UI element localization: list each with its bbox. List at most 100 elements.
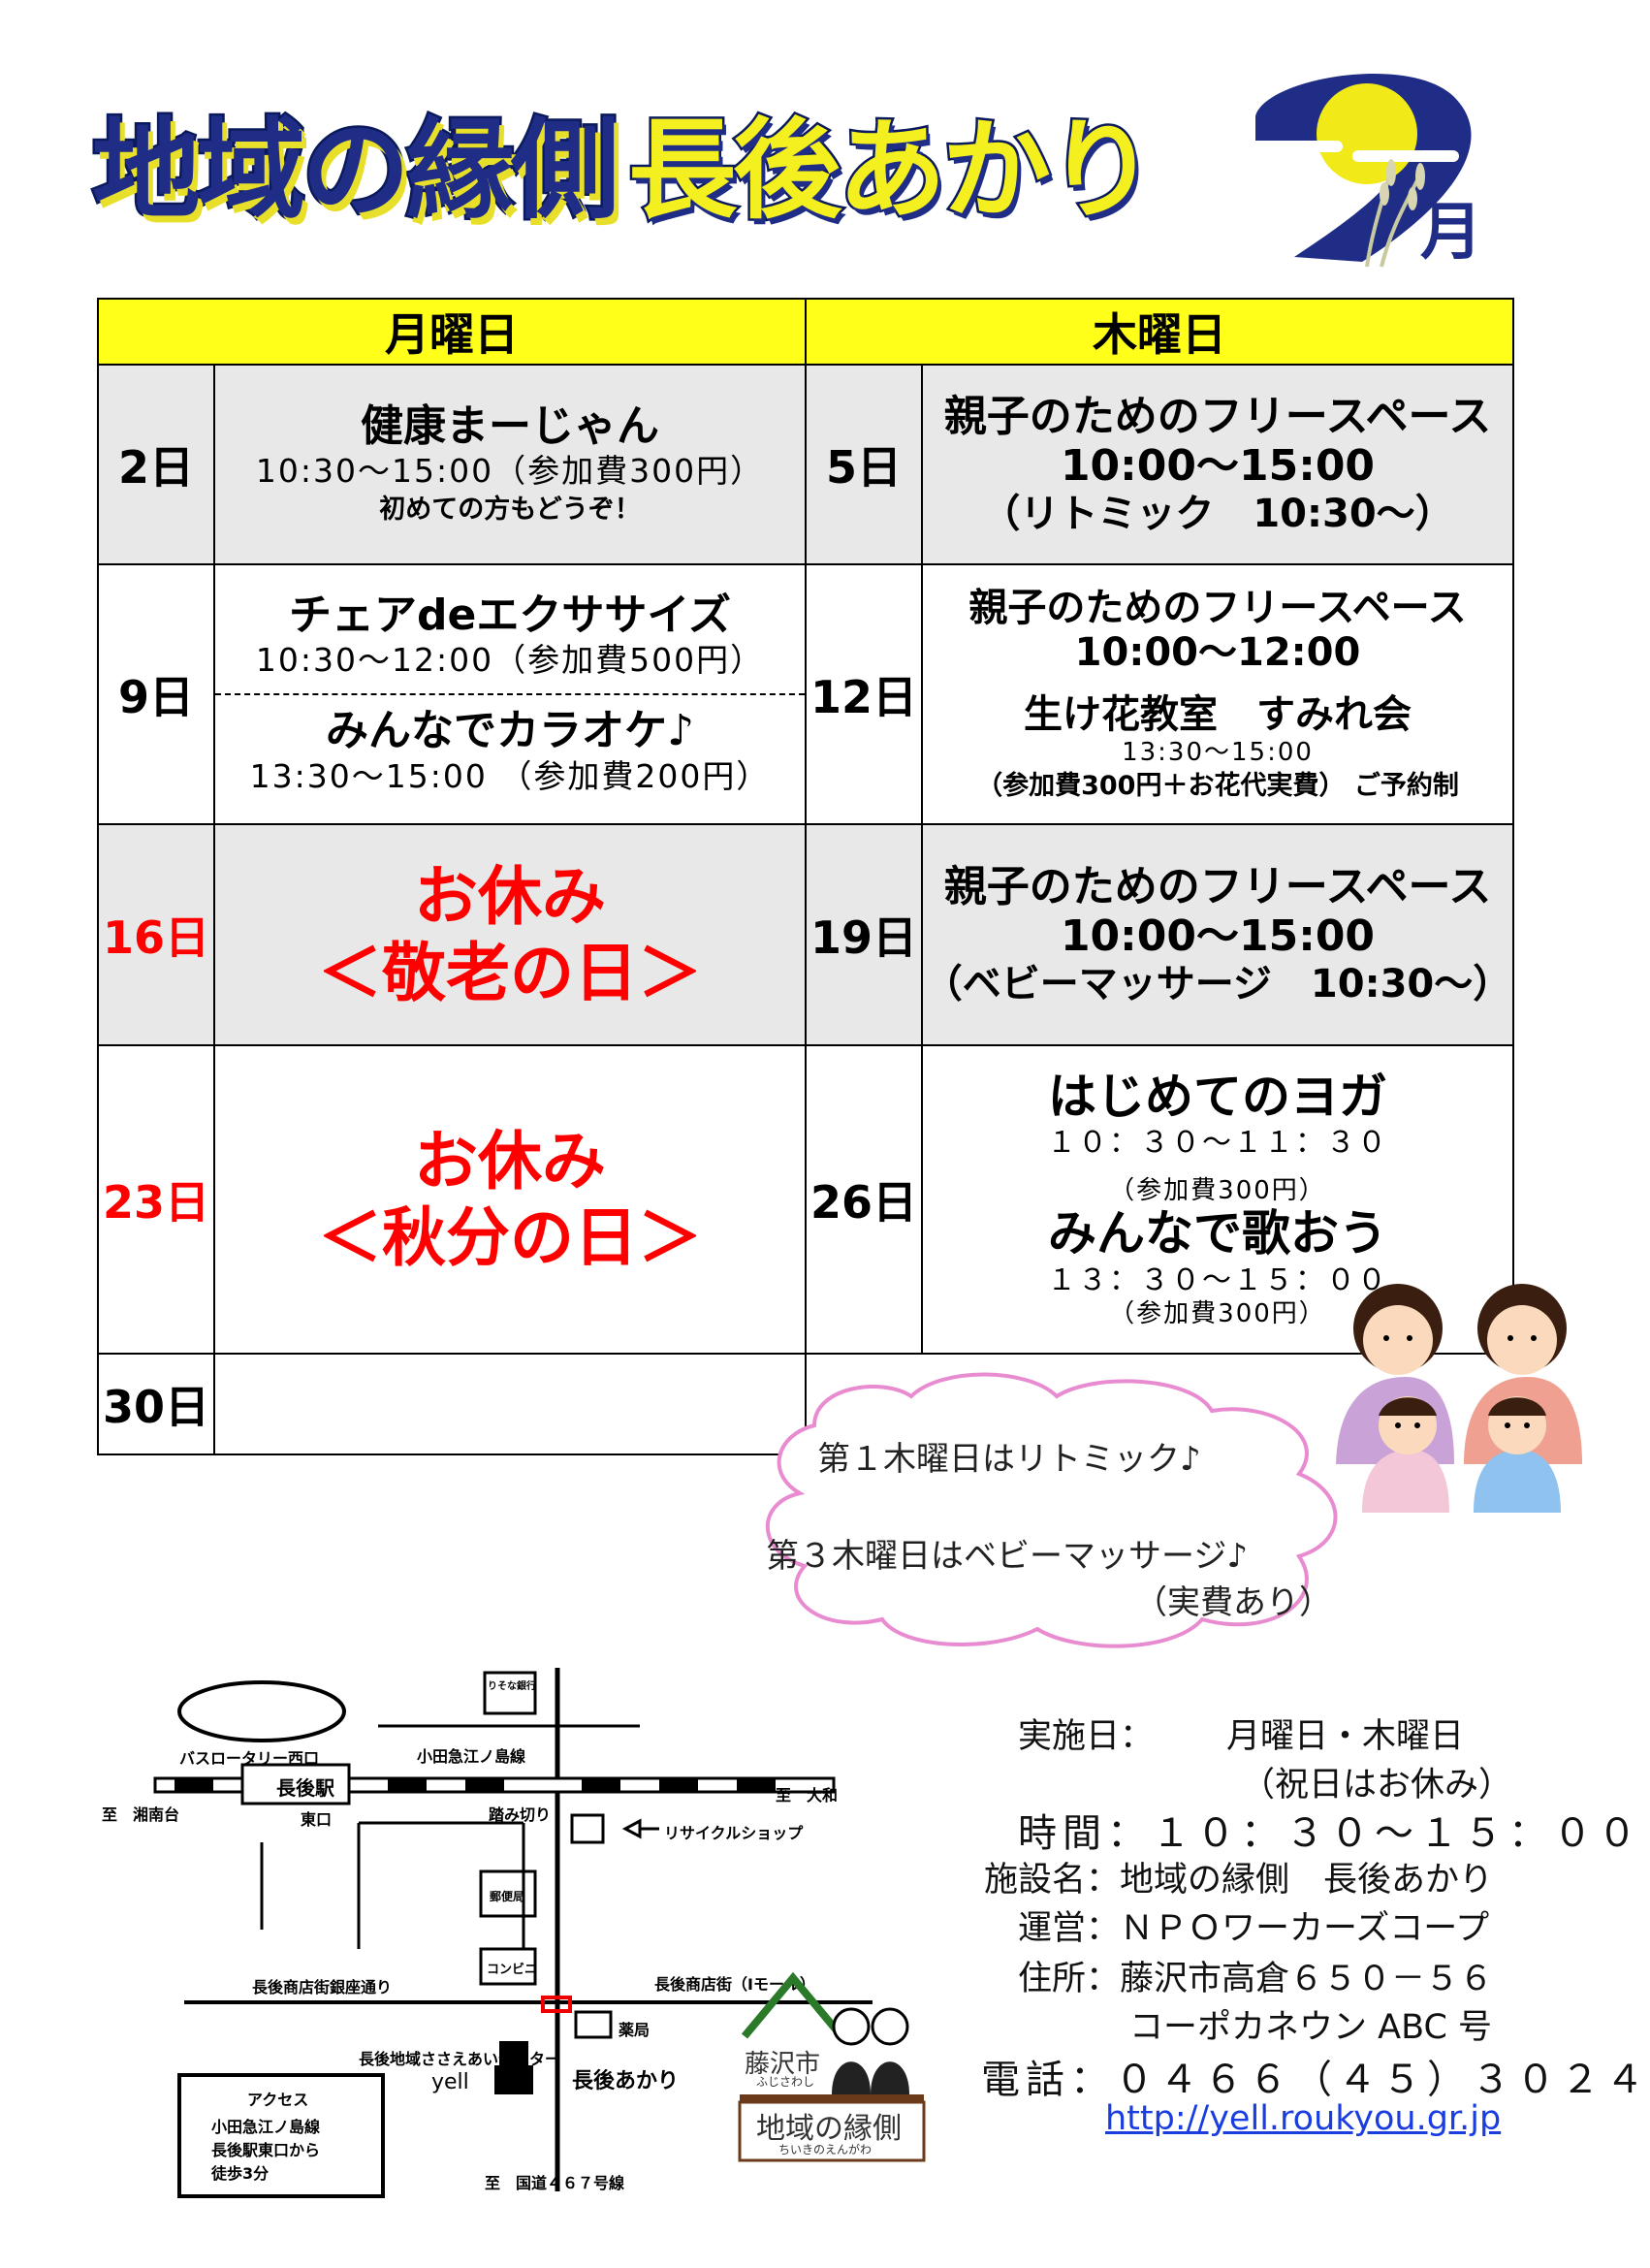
logo-name-kana: ちいきのえんがわ bbox=[778, 2143, 873, 2156]
day-cell: 2日 bbox=[97, 364, 215, 565]
logo-city: 藤沢市 bbox=[745, 2050, 821, 2079]
event-fee: （参加費300円） bbox=[1109, 1175, 1326, 1205]
info-address-building: コーポカネウン ABC 号 bbox=[1129, 2008, 1493, 2047]
access-map: りそな銀行 バスロータリー西口 小田急江ノ島線 長後駅 至 湘南台 東口 踏み切… bbox=[97, 1658, 931, 2201]
event-note: （リトミック 10:30～） bbox=[981, 491, 1454, 536]
website-link[interactable]: http://yell.roukyou.gr.jp bbox=[1105, 2099, 1502, 2138]
event-cell: 健康まーじゃん 10:30～15:00（参加費300円） 初めての方もどうぞ！ bbox=[213, 364, 807, 565]
info-facility: 施設名：地域の縁側 長後あかり bbox=[984, 1861, 1494, 1900]
moon-month-icon bbox=[1226, 74, 1472, 268]
logo-name: 地域の縁側 bbox=[756, 2112, 902, 2146]
map-support-center: 長後地域ささえあいセンター bbox=[359, 2050, 561, 2068]
map-station: 長後駅 bbox=[276, 1776, 334, 1800]
event-title: 生け花教室 すみれ会 bbox=[1024, 692, 1412, 738]
engawa-logo: 藤沢市 ふじさわし 地域の縁側 ちいきのえんがわ bbox=[735, 1959, 929, 2162]
event-note: （参加費300円＋お花代実費） ご予約制 bbox=[976, 770, 1459, 801]
map-yell: yell bbox=[431, 2070, 469, 2094]
map-bus-rotary: バスロータリー西口 bbox=[179, 1749, 320, 1768]
holiday-cell: お休み ＜秋分の日＞ bbox=[213, 1044, 807, 1355]
info-time: 時間：１０：３０～１５：００ bbox=[1018, 1811, 1642, 1856]
table-row: 9日 チェアdeエクササイズ 10:30～12:00（参加費500円） みんなで… bbox=[97, 563, 1514, 825]
map-to-yamato: 至 大和 bbox=[776, 1786, 839, 1805]
event-time: １３：３０～１５：００ bbox=[1047, 1262, 1388, 1297]
table-row: 16日 お休み ＜敬老の日＞ 19日 親子のためのフリースペース 10:00～1… bbox=[97, 823, 1514, 1046]
map-risona: りそな銀行 bbox=[488, 1681, 536, 1692]
cloud-line-rhythmic: 第１木曜日はリトミック♪ bbox=[817, 1440, 1201, 1479]
event-note: （ベビーマッサージ 10:30～） bbox=[923, 961, 1512, 1006]
speech-cloud-shape bbox=[765, 1372, 1338, 1648]
logo-house-icon bbox=[738, 1971, 926, 2162]
info-dates-label: 実施日： bbox=[1018, 1717, 1155, 1756]
dashed-divider bbox=[215, 693, 805, 695]
title-chiiki-no-engawa: 地域の縁側 bbox=[90, 108, 622, 234]
day-cell: 23日 bbox=[97, 1044, 215, 1355]
holiday-text: お休み bbox=[414, 858, 606, 934]
month-suffix: 月 bbox=[1420, 197, 1482, 269]
event-time: 10:00～12:00 bbox=[1074, 630, 1361, 676]
access-line1: 小田急江ノ島線 bbox=[211, 2118, 321, 2136]
family-illustration-icon bbox=[1336, 1284, 1582, 1513]
event-time: 10:30～15:00（参加費300円） bbox=[255, 452, 765, 491]
event-cell: チェアdeエクササイズ 10:30～12:00（参加費500円） みんなでカラオ… bbox=[213, 563, 807, 825]
map-to-route467: 至 国道４６７号線 bbox=[485, 2174, 625, 2192]
access-line2: 長後駅東口から bbox=[211, 2141, 321, 2159]
event-time: 10:30～12:00（参加費500円） bbox=[255, 641, 765, 680]
event-title: 健康まーじゃん bbox=[361, 400, 659, 451]
info-dates-note: （祝日はお休み） bbox=[1241, 1766, 1513, 1805]
event-title: みんなで歌おう bbox=[1048, 1205, 1387, 1262]
event-title: 親子のためのフリースペース bbox=[968, 586, 1467, 631]
schedule-table: 月曜日 木曜日 2日 健康まーじゃん 10:30～15:00（参加費300円） … bbox=[97, 298, 1514, 1455]
event-time: 13:30～15:00 bbox=[1122, 738, 1314, 768]
day-cell: 19日 bbox=[805, 823, 923, 1046]
holiday-name: ＜秋分の日＞ bbox=[318, 1200, 702, 1275]
logo-city-kana: ふじさわし bbox=[756, 2075, 815, 2089]
map-recycle-shop: リサイクルショップ bbox=[664, 1824, 804, 1842]
event-time: 10:00～15:00 bbox=[1060, 911, 1376, 961]
event-time: 13:30～15:00 （参加費200円） bbox=[249, 756, 771, 795]
map-shopping-street: 長後商店街銀座通り bbox=[252, 1978, 393, 1996]
event-title: チェアdeエクササイズ bbox=[288, 590, 732, 640]
empty-cell bbox=[213, 1353, 807, 1455]
event-note: 初めての方もどうぞ！ bbox=[379, 495, 641, 526]
table-row: 2日 健康まーじゃん 10:30～15:00（参加費300円） 初めての方もどう… bbox=[97, 364, 1514, 565]
map-lines bbox=[153, 1668, 873, 2198]
event-title: みんなでカラオケ♪ bbox=[325, 706, 695, 755]
event-title: 親子のためのフリースペース bbox=[943, 392, 1492, 442]
info-phone: 電話：０４６６（４５）３０２４ bbox=[981, 2058, 1650, 2102]
day-cell: 30日 bbox=[97, 1353, 215, 1455]
header-monday: 月曜日 bbox=[97, 298, 807, 366]
map-post-office: 郵便局 bbox=[490, 1890, 525, 1903]
day-cell: 12日 bbox=[805, 563, 923, 825]
title-chougo-akari: 長後あかり bbox=[626, 108, 1158, 234]
access-line3: 徒歩3分 bbox=[211, 2164, 270, 2183]
holiday-name: ＜敬老の日＞ bbox=[318, 936, 702, 1010]
info-dates-value: 月曜日・木曜日 bbox=[1226, 1717, 1465, 1756]
event-cell: 親子のためのフリースペース 10:00～15:00 （ベビーマッサージ 10:3… bbox=[921, 823, 1514, 1046]
holiday-text: お休み bbox=[414, 1123, 606, 1198]
event-title: 親子のためのフリースペース bbox=[943, 862, 1492, 912]
event-fee: （参加費300円） bbox=[1109, 1299, 1326, 1328]
event-cell: 親子のためのフリースペース 10:00～15:00 （リトミック 10:30～） bbox=[921, 364, 1514, 565]
map-to-shonandai: 至 湘南台 bbox=[102, 1805, 180, 1824]
table-row: 23日 お休み ＜秋分の日＞ 26日 はじめてのヨガ １０：３０～１１：３０ （… bbox=[97, 1044, 1514, 1355]
day-cell: 5日 bbox=[805, 364, 923, 565]
event-cell: 親子のためのフリースペース 10:00～12:00 生け花教室 すみれ会 13:… bbox=[921, 563, 1514, 825]
info-address: 住所：藤沢市高倉６５０－５６ bbox=[1018, 1960, 1494, 1998]
info-operator: 運営：ＮＰＯワーカーズコープ bbox=[1018, 1909, 1490, 1948]
day-cell: 9日 bbox=[97, 563, 215, 825]
cloud-line-baby-massage: 第３木曜日はベビーマッサージ♪ bbox=[766, 1537, 1249, 1576]
map-convenience: コンビニ bbox=[487, 1963, 538, 1977]
event-title: はじめてのヨガ bbox=[1048, 1068, 1387, 1125]
holiday-cell: お休み ＜敬老の日＞ bbox=[213, 823, 807, 1046]
event-cell: はじめてのヨガ １０：３０～１１：３０ （参加費300円） みんなで歌おう １３… bbox=[921, 1044, 1514, 1355]
map-pharmacy: 薬局 bbox=[619, 2021, 650, 2039]
day-cell: 26日 bbox=[805, 1044, 923, 1355]
map-east-exit: 東口 bbox=[301, 1810, 333, 1829]
map-odakyu-line: 小田急江ノ島線 bbox=[417, 1747, 526, 1766]
cloud-line-fee: （実費あり） bbox=[1134, 1583, 1332, 1622]
day-cell: 16日 bbox=[97, 823, 215, 1046]
map-akari: 長後あかり bbox=[572, 2069, 680, 2093]
map-i-mall: 長後商店街（Iモール） bbox=[654, 1975, 815, 1994]
event-time: 10:00～15:00 bbox=[1060, 441, 1376, 491]
header-thursday: 木曜日 bbox=[805, 298, 1514, 366]
